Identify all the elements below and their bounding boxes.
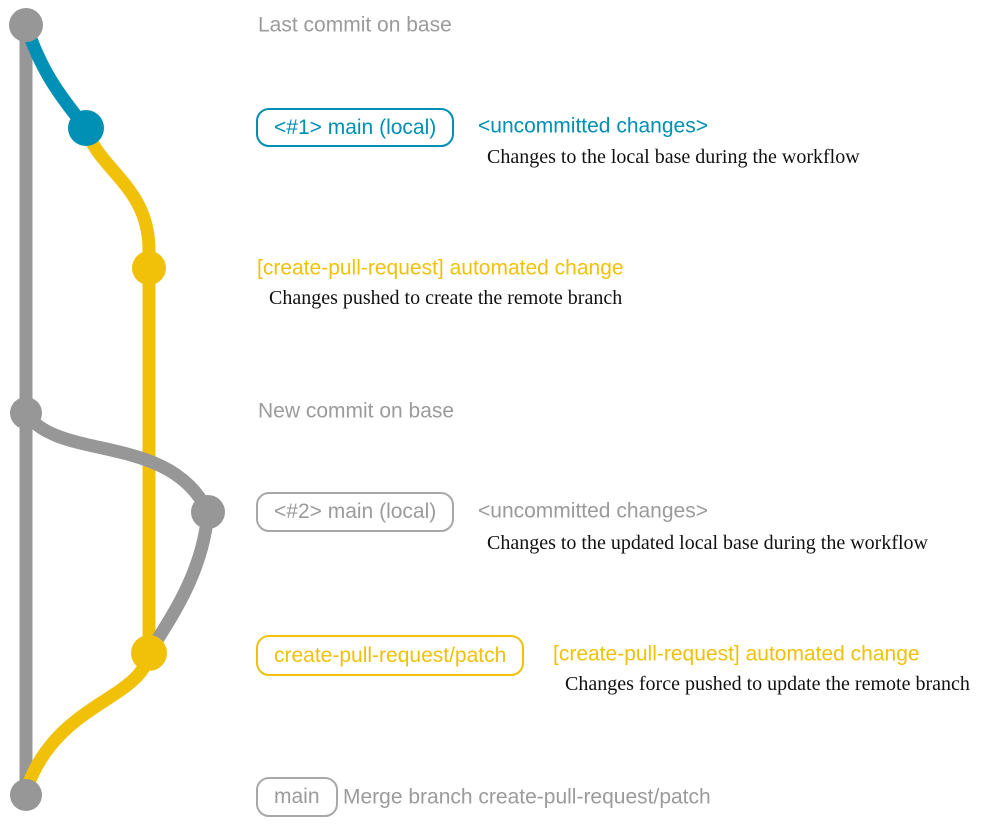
- commit-message-uncommitted-1: <uncommitted changes>: [478, 114, 708, 138]
- branch-label-main: main: [256, 777, 338, 817]
- note-force-pushed-update-remote: Changes force pushed to update the remot…: [565, 673, 970, 695]
- note-local-base-changes: Changes to the local base during the wor…: [487, 146, 860, 168]
- branch-label-create-pull-request-patch: create-pull-request/patch: [256, 635, 525, 676]
- commit-dot-uncommitted-1: [68, 110, 104, 146]
- commit-dot-automated-change-2: [131, 635, 167, 671]
- heading-last-commit-on-base: Last commit on base: [258, 13, 452, 37]
- heading-new-commit-on-base: New commit on base: [258, 399, 455, 423]
- commit-dot-new-base: [10, 397, 42, 429]
- note-updated-local-base-changes: Changes to the updated local base during…: [487, 532, 928, 554]
- commit-dot-automated-change-1: [132, 251, 166, 285]
- commit-message-merge-branch: Merge branch create-pull-request/patch: [343, 785, 711, 809]
- commit-message-automated-change-1: [create-pull-request] automated change: [257, 256, 624, 280]
- force-push-curve: [142, 505, 215, 660]
- branch-label-main-local-1: <#1> main (local): [256, 108, 455, 147]
- commit-dot-merge: [10, 779, 42, 811]
- branch-label-main-local-2: <#2> main (local): [256, 492, 455, 532]
- updated-local-main-curve: [19, 406, 215, 519]
- commit-message-automated-change-2: [create-pull-request] automated change: [553, 642, 920, 666]
- note-pushed-create-remote: Changes pushed to create the remote bran…: [269, 287, 623, 309]
- commit-message-uncommitted-2: <uncommitted changes>: [478, 499, 708, 523]
- commit-dot-last-base: [9, 8, 43, 42]
- commit-dot-uncommitted-2: [191, 495, 225, 529]
